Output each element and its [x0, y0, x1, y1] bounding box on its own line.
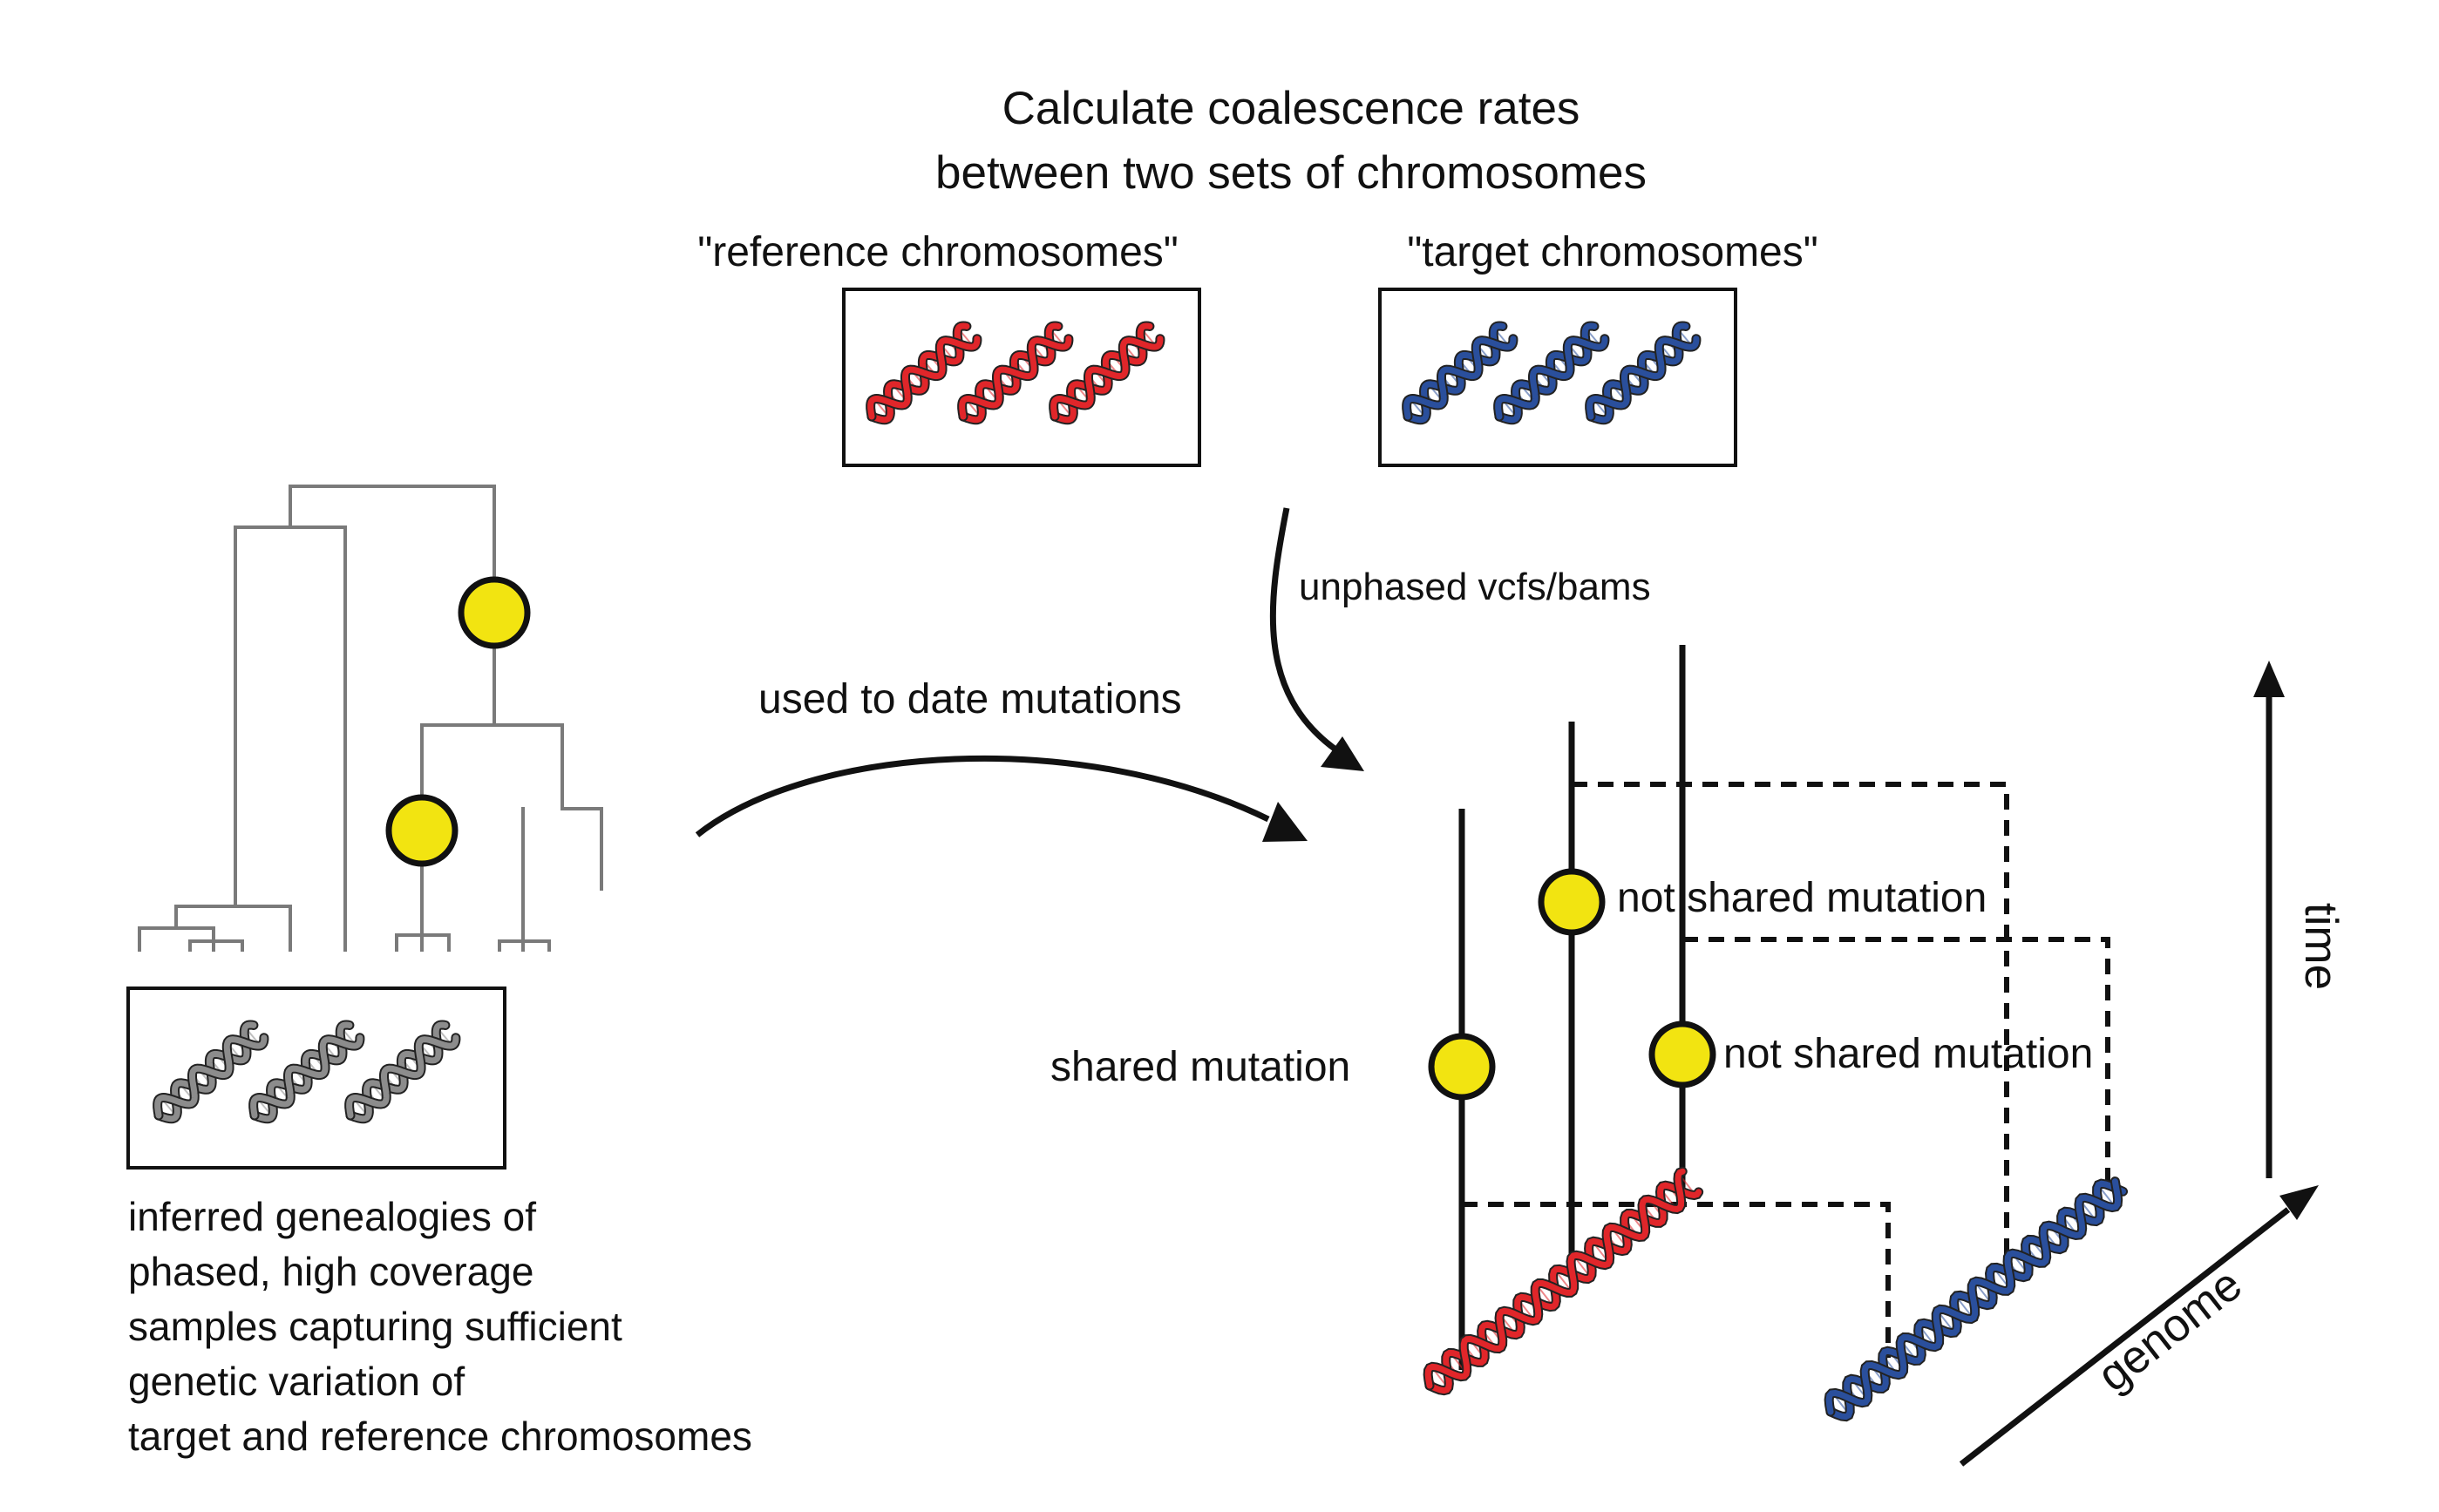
- sample-chromosomes-box: [126, 987, 506, 1170]
- sample-dna-group: [153, 1020, 461, 1124]
- tree-mutation-marker-lower: [385, 794, 459, 867]
- dna-helix-icon: [344, 1020, 461, 1124]
- target-dna-strand: [1824, 1176, 2129, 1422]
- date-mutations-label: used to date mutations: [758, 676, 1182, 722]
- caption-line-4: genetic variation of: [128, 1359, 465, 1404]
- target-dna-group: [1402, 321, 1702, 425]
- unphased-arrowhead: [1321, 736, 1364, 771]
- dna-helix-icon: [1423, 1166, 1704, 1396]
- unphased-arrow: [1269, 507, 1341, 754]
- reference-dna-group: [866, 321, 1165, 425]
- time-axis-label: time: [2295, 903, 2347, 990]
- date-mutations-arrow: [695, 755, 1270, 837]
- reference-dna-strand: [1423, 1166, 1704, 1396]
- shared-mutation-marker: [1428, 1033, 1496, 1101]
- genome-axis-label: genome: [2089, 1258, 2252, 1401]
- genealogy-tree: [138, 485, 603, 952]
- genome-axis-arrowhead: [2279, 1185, 2319, 1220]
- title-line-1: Calculate coalescence rates: [1002, 83, 1580, 134]
- reference-chromosomes-label: "reference chromosomes": [697, 229, 1179, 275]
- tree-mutation-marker-upper: [458, 576, 531, 649]
- dna-helix-icon: [248, 1020, 365, 1124]
- not-shared-mutation-label-lower: not shared mutation: [1723, 1031, 2093, 1077]
- dna-helix-icon: [1493, 321, 1610, 425]
- not-shared-mutation-label-upper: not shared mutation: [1617, 875, 1987, 921]
- target-chromosomes-label: "target chromosomes": [1407, 229, 1818, 275]
- dna-helix-icon: [1049, 321, 1165, 425]
- coalescence-dashed-links: [1462, 782, 2110, 1358]
- caption-line-2: phased, high coverage: [128, 1249, 533, 1294]
- reference-chromosomes-box: [842, 288, 1201, 467]
- not-shared-mutation-marker-upper: [1538, 868, 1606, 936]
- dna-helix-icon: [1824, 1176, 2129, 1422]
- dna-helix-icon: [957, 321, 1074, 425]
- genome-axis: [1959, 1207, 2291, 1467]
- unphased-label: unphased vcfs/bams: [1299, 566, 1651, 608]
- dna-helix-icon: [866, 321, 982, 425]
- dna-helix-icon: [1585, 321, 1702, 425]
- title-line-2: between two sets of chromosomes: [935, 147, 1647, 199]
- caption-line-1: inferred genealogies of: [128, 1194, 536, 1239]
- dna-helix-icon: [153, 1020, 269, 1124]
- date-mutations-arrowhead: [1262, 802, 1308, 842]
- caption: inferred genealogies of phased, high cov…: [128, 1194, 752, 1459]
- not-shared-mutation-marker-lower: [1648, 1020, 1716, 1088]
- caption-line-3: samples capturing sufficient: [128, 1304, 622, 1349]
- target-chromosomes-box: [1378, 288, 1737, 467]
- time-axis-arrowhead: [2253, 661, 2285, 697]
- shared-mutation-label: shared mutation: [1050, 1044, 1350, 1090]
- caption-line-5: target and reference chromosomes: [128, 1414, 752, 1459]
- dna-helix-icon: [1402, 321, 1518, 425]
